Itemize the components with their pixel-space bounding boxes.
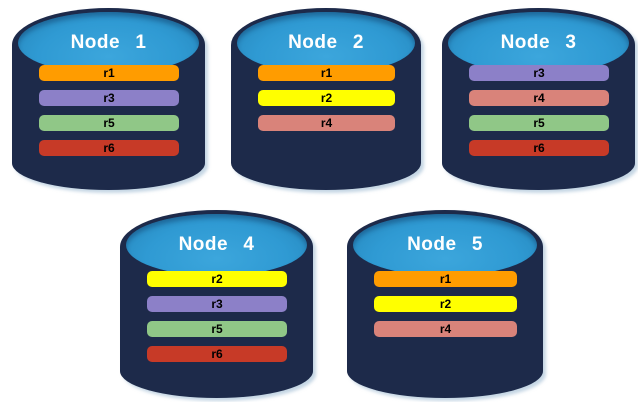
replica-bar-r3: r3 <box>39 90 179 106</box>
replica-bar-r2: r2 <box>147 271 287 287</box>
replica-bar-r4: r4 <box>469 90 609 106</box>
replica-bar-r6: r6 <box>39 140 179 156</box>
replica-bar-r3: r3 <box>469 65 609 81</box>
replica-bar-r1: r1 <box>39 65 179 81</box>
replica-bar-r6: r6 <box>147 346 287 362</box>
node-5-label: Node 5 <box>407 234 483 255</box>
node-5-replica-list: r1 r2 r4 <box>374 271 517 337</box>
node-4-cap: Node 4 <box>126 214 307 276</box>
node-4-replica-list: r2 r3 r5 r6 <box>147 271 287 362</box>
replica-bar-r4: r4 <box>258 115 395 131</box>
replica-bar-r1: r1 <box>258 65 395 81</box>
node-3-cap: Node 3 <box>448 12 629 74</box>
node-4-label: Node 4 <box>178 234 255 255</box>
replica-bar-r6: r6 <box>469 140 609 156</box>
node-2-replica-list: r1 r2 r4 <box>258 65 395 131</box>
node-1-cylinder: Node 1 r1 r3 r5 r6 <box>12 8 205 190</box>
replica-bar-r2: r2 <box>374 296 517 312</box>
replica-bar-r3: r3 <box>147 296 287 312</box>
node-1-cap: Node 1 <box>18 12 199 74</box>
node-3-cylinder: Node 3 r3 r4 r5 r6 <box>442 8 635 190</box>
replica-bar-r5: r5 <box>147 321 287 337</box>
node-4-cylinder: Node 4 r2 r3 r5 r6 <box>120 210 313 398</box>
node-2-cylinder: Node 2 r1 r2 r4 <box>231 8 421 190</box>
node-3-label: Node 3 <box>500 32 577 53</box>
node-5-cylinder: Node 5 r1 r2 r4 <box>347 210 543 398</box>
replica-bar-r4: r4 <box>374 321 517 337</box>
node-3-replica-list: r3 r4 r5 r6 <box>469 65 609 156</box>
replica-bar-r5: r5 <box>469 115 609 131</box>
replica-bar-r1: r1 <box>374 271 517 287</box>
node-2-label: Node 2 <box>288 32 364 53</box>
node-1-replica-list: r1 r3 r5 r6 <box>39 65 179 156</box>
node-2-cap: Node 2 <box>237 12 415 74</box>
replica-bar-r2: r2 <box>258 90 395 106</box>
node-5-cap: Node 5 <box>353 214 537 276</box>
node-1-label: Node 1 <box>70 32 147 53</box>
replica-bar-r5: r5 <box>39 115 179 131</box>
